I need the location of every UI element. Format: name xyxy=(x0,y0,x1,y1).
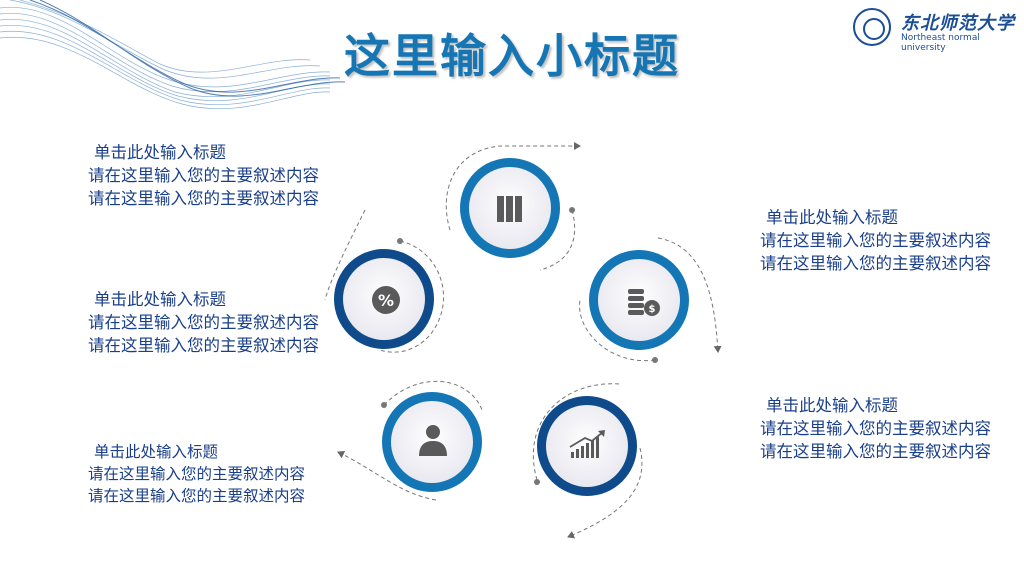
node-percent: % xyxy=(334,249,434,349)
university-logo: 东北师范大学 Northeast normal university xyxy=(853,8,1023,53)
block-heading: 单击此处输入标题 xyxy=(766,208,898,227)
connector-5 xyxy=(657,237,722,353)
text-block-4: 单击此处输入标题 请在这里输入您的主要叙述内容 请在这里输入您的主要叙述内容 xyxy=(760,206,1024,275)
connector-2 xyxy=(539,209,576,271)
block-line: 请在这里输入您的主要叙述内容 xyxy=(760,419,991,438)
block-line: 请在这里输入您的主要叙述内容 xyxy=(760,442,991,461)
connector-10 xyxy=(567,447,643,539)
block-line: 请在这里输入您的主要叙述内容 xyxy=(88,336,319,355)
logo-name-en: Northeast normal university xyxy=(901,33,980,53)
block-line: 请在这里输入您的主要叙述内容 xyxy=(88,313,319,332)
block-heading: 单击此处输入标题 xyxy=(94,443,219,461)
coins-dollar-icon: $ xyxy=(628,289,660,316)
wave-decoration xyxy=(0,0,346,110)
block-line: 请在这里输入您的主要叙述内容 xyxy=(88,465,306,483)
text-block-1: 单击此处输入标题 请在这里输入您的主要叙述内容 请在这里输入您的主要叙述内容 xyxy=(88,141,319,210)
block-line: 请在这里输入您的主要叙述内容 xyxy=(88,166,319,185)
connector-8 xyxy=(337,451,437,501)
svg-text:$: $ xyxy=(649,304,656,315)
node-businessman xyxy=(382,392,482,492)
text-block-2: 单击此处输入标题 请在这里输入您的主要叙述内容 请在这里输入您的主要叙述内容 xyxy=(88,288,319,357)
university-seal-icon xyxy=(853,8,891,46)
block-line: 请在这里输入您的主要叙述内容 xyxy=(88,487,306,505)
block-line: 请在这里输入您的主要叙述内容 xyxy=(760,254,991,273)
logo-name-cn: 东北师范大学 xyxy=(901,13,1015,34)
block-heading: 单击此处输入标题 xyxy=(94,143,226,162)
svg-text:%: % xyxy=(378,291,394,310)
connector-3 xyxy=(379,240,445,353)
block-line: 请在这里输入您的主要叙述内容 xyxy=(760,231,991,250)
node-server xyxy=(460,158,560,258)
block-heading: 单击此处输入标题 xyxy=(766,396,898,415)
block-heading: 单击此处输入标题 xyxy=(94,290,226,309)
bar-chart-growth-icon xyxy=(569,430,605,458)
connector-1 xyxy=(445,142,581,231)
node-growth-chart xyxy=(537,396,637,496)
connector-6 xyxy=(579,299,656,362)
connector-4 xyxy=(324,209,366,301)
businessman-icon xyxy=(419,425,447,456)
connector-7 xyxy=(383,380,483,411)
node-coins: $ xyxy=(589,250,689,350)
page-title: 这里输入小标题 xyxy=(344,29,680,83)
text-block-5: 单击此处输入标题 请在这里输入您的主要叙述内容 请在这里输入您的主要叙述内容 xyxy=(760,394,1024,463)
server-icon xyxy=(497,196,522,222)
block-line: 请在这里输入您的主要叙述内容 xyxy=(88,189,319,208)
percent-badge-icon: % xyxy=(372,286,400,314)
text-block-3: 单击此处输入标题 请在这里输入您的主要叙述内容 请在这里输入您的主要叙述内容 xyxy=(88,441,305,507)
